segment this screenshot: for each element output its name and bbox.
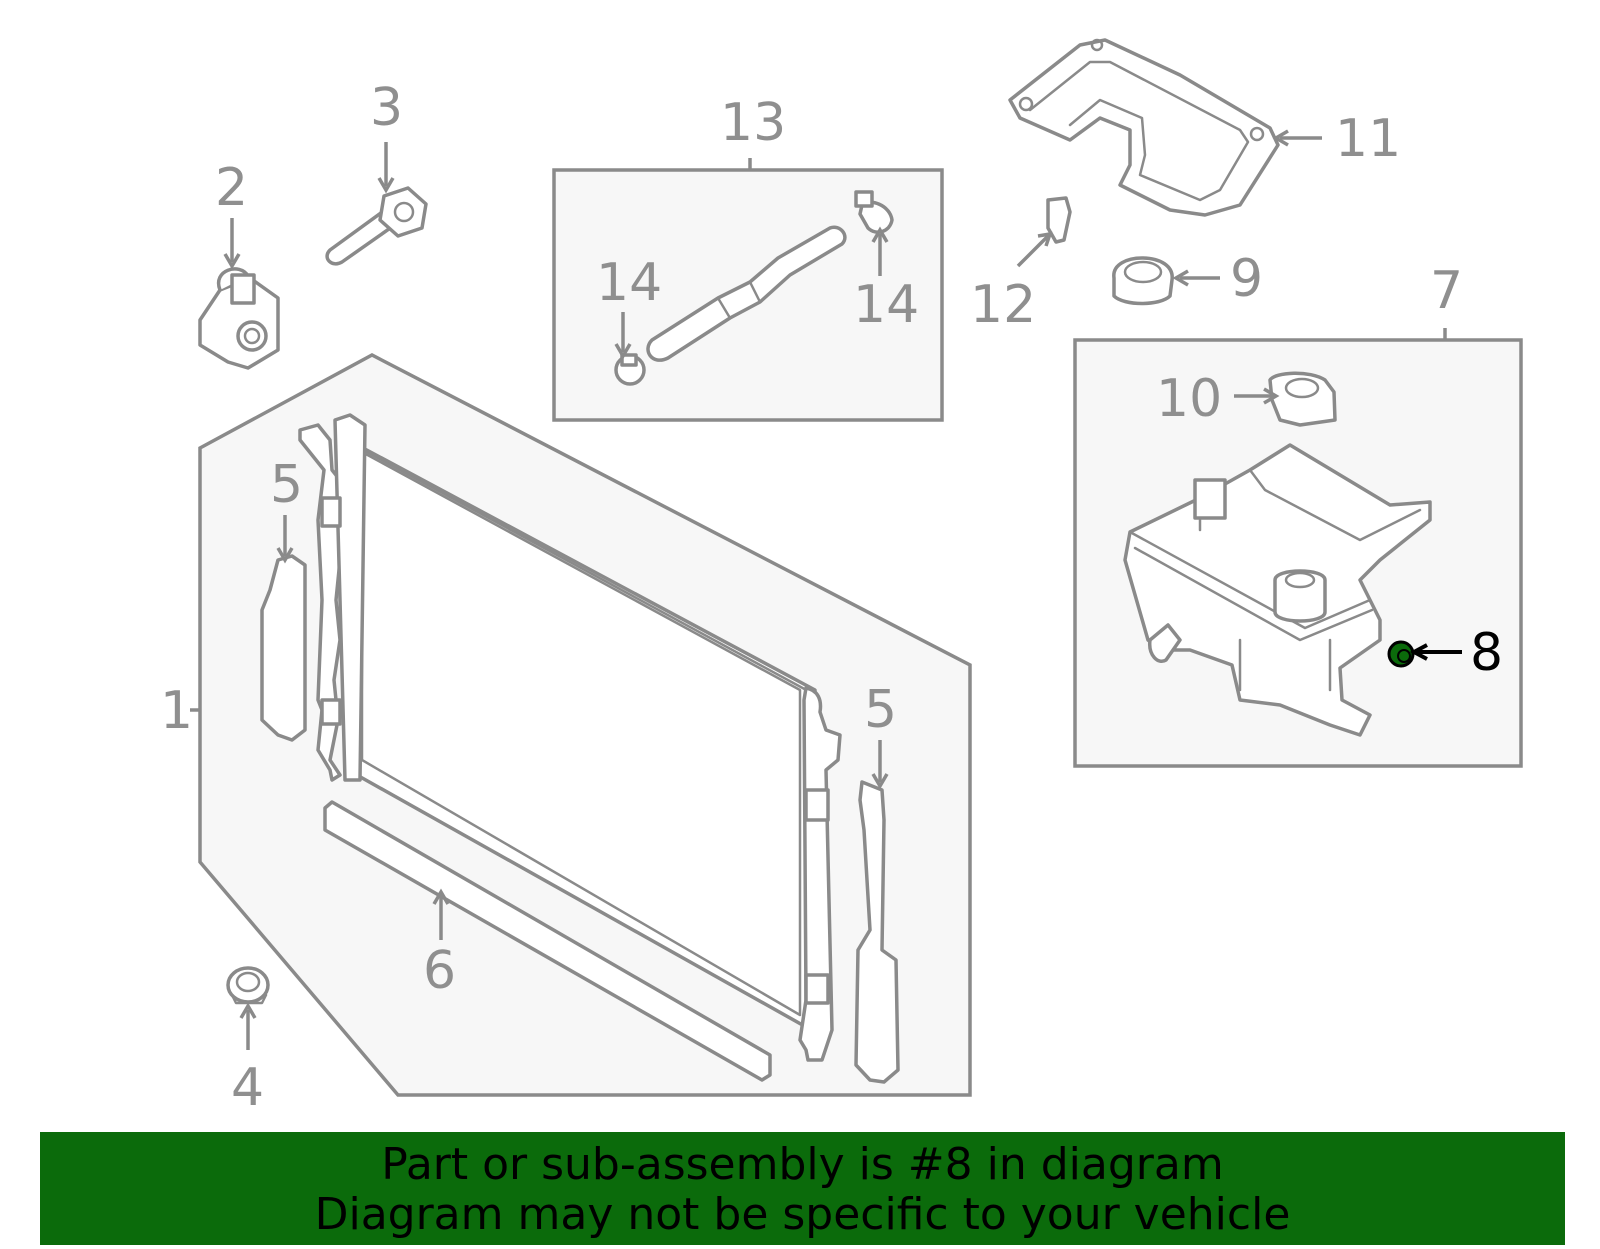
callout-7: 7 <box>1430 261 1463 321</box>
nut-part-9 <box>1112 256 1174 306</box>
callout-12: 12 <box>970 275 1036 335</box>
cap-part-10 <box>1268 371 1337 427</box>
fitting-part-8-highlighted <box>1387 640 1415 668</box>
callout-14-right: 14 <box>853 275 919 335</box>
cover-part-11 <box>1008 38 1280 217</box>
leader-lines <box>190 129 1462 1050</box>
callout-5-right: 5 <box>864 680 897 740</box>
radiator-left-tank <box>298 413 367 782</box>
reservoir-part-7 <box>1123 443 1432 737</box>
banner-line-2: Diagram may not be specific to your vehi… <box>314 1189 1291 1240</box>
callout-8: 8 <box>1470 623 1503 683</box>
sensor-part-2 <box>198 267 280 370</box>
clamp-part-14-left <box>614 353 646 386</box>
callout-13: 13 <box>720 93 786 153</box>
banner-line-1: Part or sub-assembly is #8 in diagram <box>381 1139 1224 1190</box>
callout-4: 4 <box>231 1058 264 1118</box>
side-seal-left <box>260 554 307 742</box>
radiator-right-tank <box>798 686 842 1062</box>
callout-3: 3 <box>370 78 403 138</box>
callout-14-left: 14 <box>596 253 662 313</box>
fitting-part-12 <box>1046 196 1072 244</box>
side-seal-right <box>854 780 900 1084</box>
info-banner: Part or sub-assembly is #8 in diagram Di… <box>40 1132 1565 1245</box>
callout-1: 1 <box>160 681 193 741</box>
callout-5-left: 5 <box>270 455 303 515</box>
grommet-part-4 <box>226 966 270 1005</box>
bolt-part-3 <box>325 186 428 266</box>
clamp-part-14-right <box>854 190 894 234</box>
callout-10: 10 <box>1156 369 1222 429</box>
callout-6: 6 <box>423 941 456 1001</box>
lower-seal <box>323 800 772 1082</box>
callout-11: 11 <box>1335 109 1401 169</box>
callout-9: 9 <box>1230 249 1263 309</box>
hose-part-13 <box>646 225 847 362</box>
callout-2: 2 <box>215 158 248 218</box>
